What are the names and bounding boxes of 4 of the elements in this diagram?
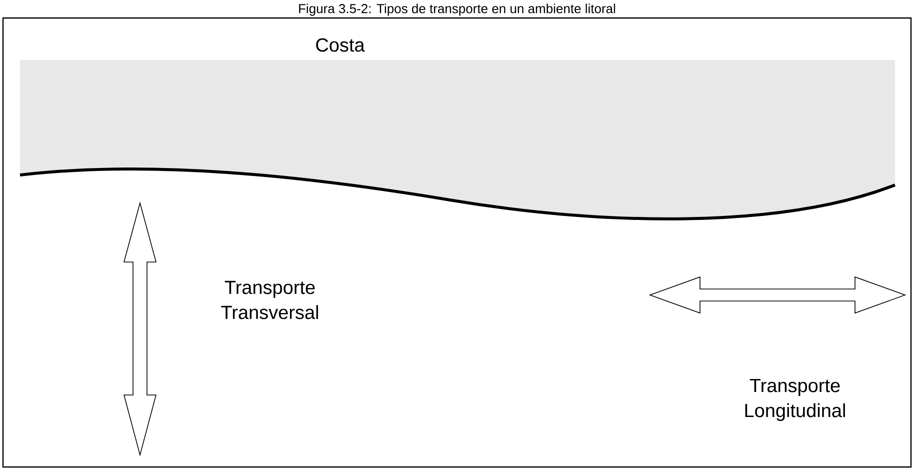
transport-label: Transporte Longitudinal bbox=[745, 379, 845, 421]
coast-label: Costa bbox=[316, 38, 365, 52]
figure-title: Figura 3.5-2: Tipos de transporte en un ambiente litoral bbox=[299, 4, 616, 16]
transport-label: Transporte Transversal bbox=[221, 280, 318, 320]
